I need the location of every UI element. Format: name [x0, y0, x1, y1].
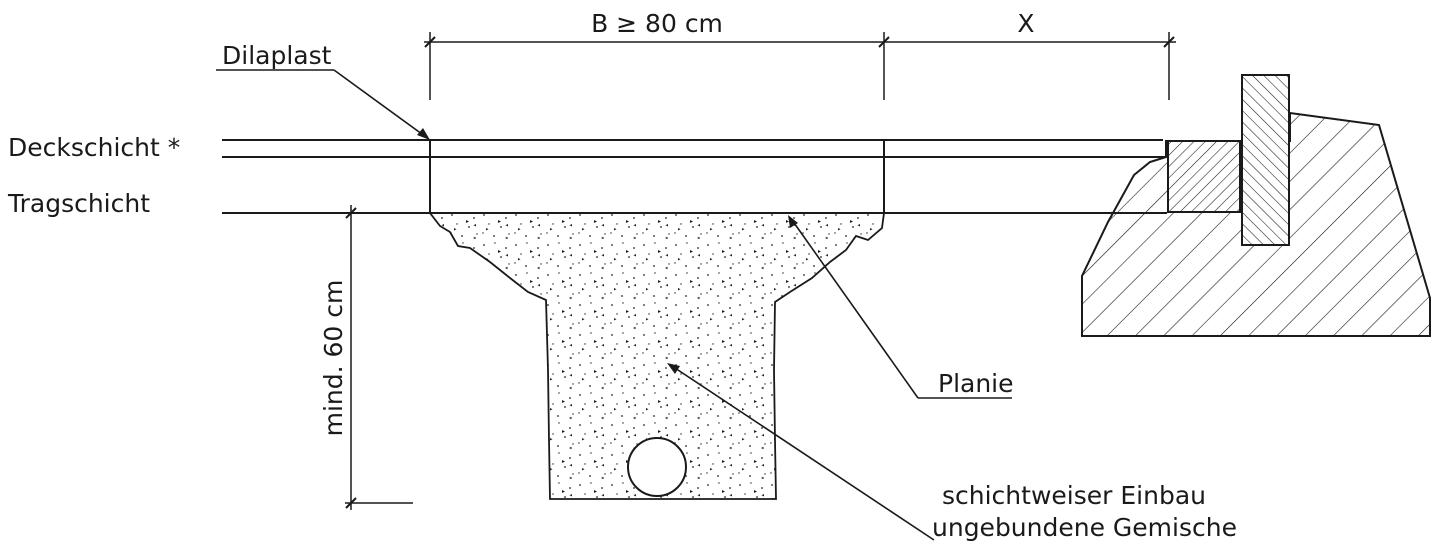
- dilaplast-label: Dilaplast: [222, 41, 332, 70]
- width-dimension-label: B ≥ 80 cm: [591, 9, 723, 38]
- leader-lines: [216, 69, 1012, 541]
- trench-backfill: [428, 212, 886, 500]
- road-layers: [222, 139, 1167, 214]
- width-dimension-line: [424, 32, 1176, 100]
- deckschicht-label: Deckschicht *: [8, 133, 180, 162]
- depth-dimension-label: mind. 60 cm: [319, 280, 348, 437]
- x-dimension-label: X: [1017, 9, 1034, 38]
- planie-label: Planie: [938, 369, 1014, 398]
- einbau-label-line2: ungebundene Gemische: [932, 513, 1237, 542]
- einbau-label-line1: schichtweiser Einbau: [942, 481, 1206, 510]
- curb-foundation: [1081, 74, 1431, 337]
- tragschicht-label: Tragschicht: [7, 189, 150, 218]
- depth-dimension-line: [345, 205, 413, 510]
- drain-pipe: [627, 437, 687, 497]
